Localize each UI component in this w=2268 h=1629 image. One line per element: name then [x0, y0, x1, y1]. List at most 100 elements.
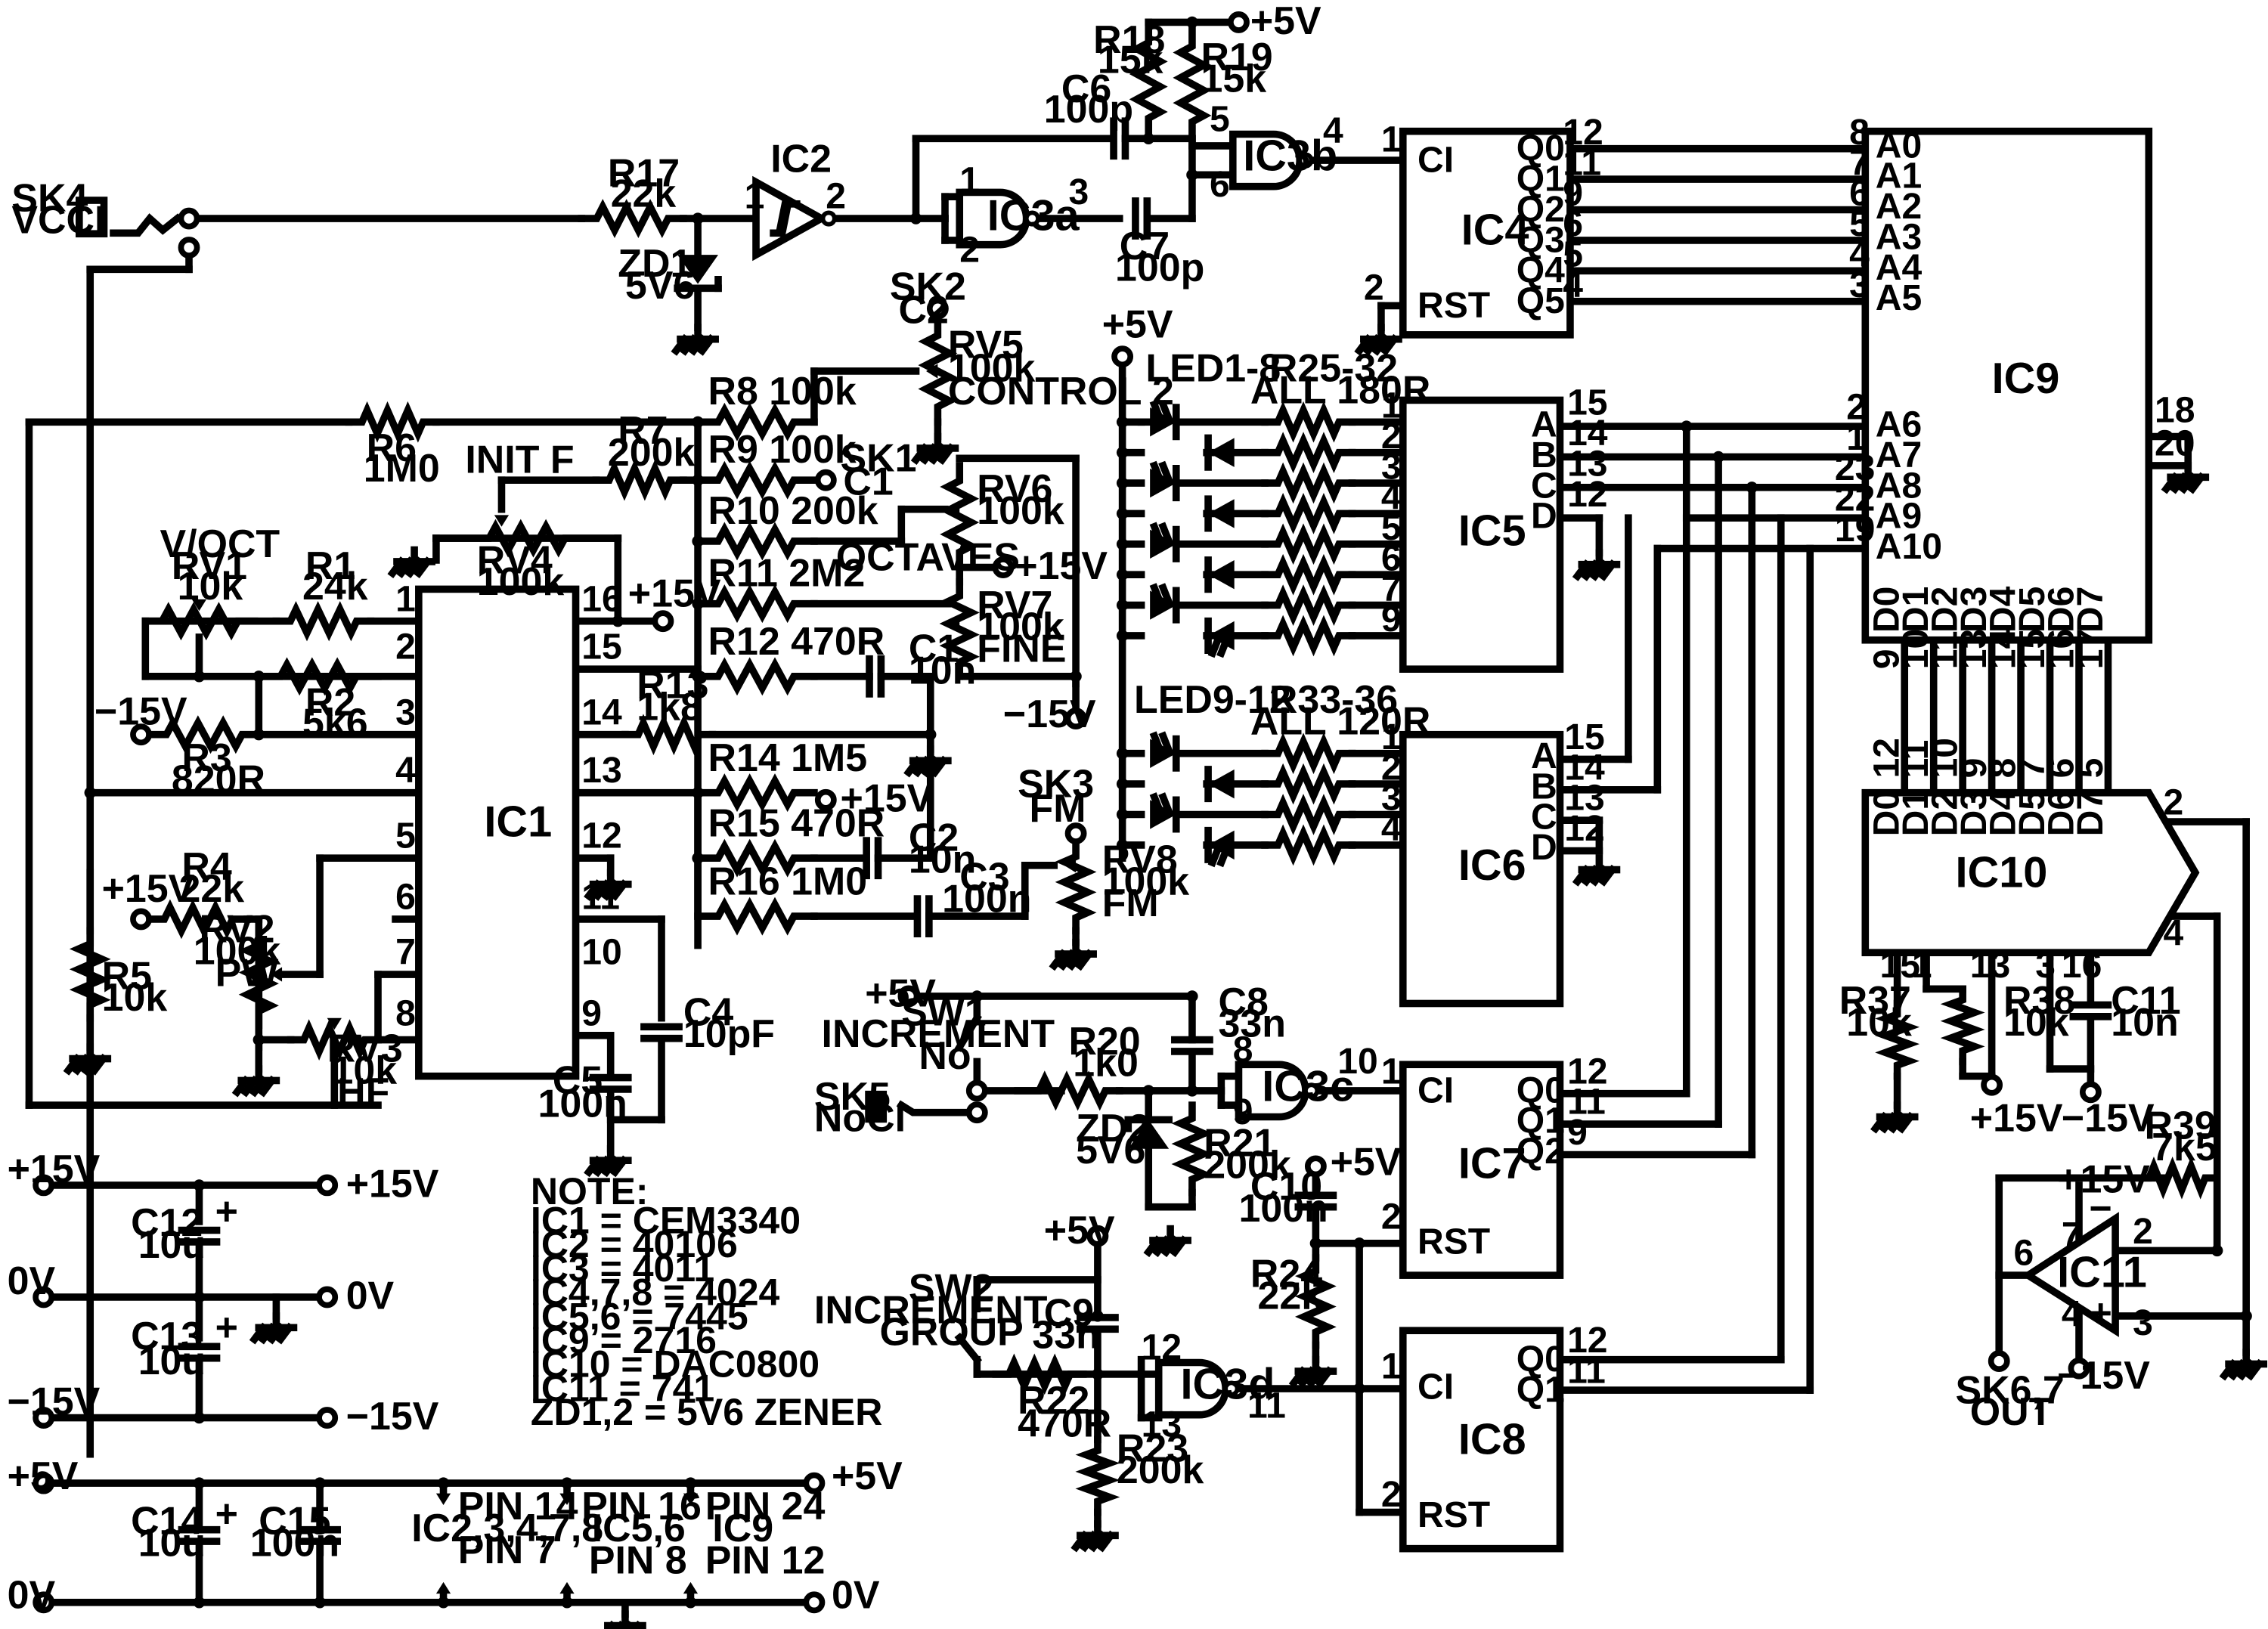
pin-number: 8 [1982, 758, 2023, 779]
ic9-pin-A9: A9 [1876, 496, 1922, 537]
label-r21: R21 [1204, 1121, 1275, 1165]
ground-symbol [1054, 943, 1093, 966]
label: + [215, 1190, 238, 1234]
resistor-r1 [272, 601, 375, 642]
note-line: IC5,6 = 7445 [531, 1295, 748, 1337]
wire [896, 1100, 981, 1116]
label: 12 [1563, 112, 1603, 153]
ic10-pin-D7: D7 [2070, 790, 2111, 836]
junction-dot [314, 1477, 326, 1489]
label-ic3c: IC3c [1262, 1062, 1354, 1110]
label-pin24: PIN 24 [705, 1485, 826, 1528]
label-r19: R19 [1201, 36, 1272, 79]
label-r1: R1 [305, 544, 355, 588]
label-plus15: +15V [628, 572, 721, 616]
note-title: NOTE: [531, 1170, 649, 1212]
arrow [559, 1581, 575, 1594]
terminal [965, 1101, 988, 1124]
wiper-arrow [327, 1017, 342, 1030]
label: 14 [1564, 747, 1605, 788]
label: 2 [2164, 782, 2184, 823]
terminal [316, 1286, 339, 1308]
label: 1 [1381, 1051, 1402, 1092]
label: 4 [1381, 477, 1402, 518]
resistor-led [1261, 523, 1356, 565]
label-c4v: 10pF [683, 1012, 775, 1056]
light-rays [1149, 399, 1174, 424]
pin-number: 16 [2040, 629, 2081, 669]
resistor-led [1261, 763, 1356, 805]
ic9-pin-A0: A0 [1876, 125, 1922, 166]
ic-box-ic10 [1861, 788, 2200, 956]
label-r20v: 1k0 [1073, 1042, 1139, 1085]
label: 1 [1381, 119, 1402, 160]
wiper-arrow [559, 1493, 575, 1505]
led [1208, 769, 1235, 799]
ground-symbol [1578, 858, 1617, 881]
resistor-r4 [146, 899, 251, 940]
label-minus15: −15V [2057, 1354, 2150, 1398]
label-c6v: 100p [1044, 88, 1133, 132]
label-octaves: OCTAVES [836, 535, 1020, 579]
wiper-arrow [926, 364, 938, 379]
label: 16 [2062, 945, 2102, 986]
label-plus5: +5V [1250, 0, 1321, 43]
label-r23: R23 [1117, 1426, 1188, 1470]
resistor-r11 [694, 584, 818, 624]
label-zero: 0V [8, 1259, 56, 1303]
label-r3336: R33-36 [1269, 678, 1398, 722]
pin-number: 15 [2012, 629, 2053, 669]
label-ic5: IC5 [1458, 507, 1526, 556]
label: − [2089, 1187, 2112, 1231]
wiper-arrow [435, 1493, 451, 1505]
resistor-r12 [694, 657, 818, 696]
label: 20 [2155, 423, 2195, 464]
label-r3: R3 [181, 736, 231, 780]
ic10-pin-D3: D3 [1954, 790, 1994, 836]
label: 11 [581, 877, 620, 918]
terminal [803, 1591, 826, 1614]
label-c11: C11 [2111, 979, 2180, 1023]
label: 13 [1142, 1404, 1182, 1445]
resistor-r23 [1075, 1435, 1120, 1516]
light-rays [1207, 843, 1232, 868]
label-zd2v: 5V6 [1076, 1129, 1145, 1172]
label-r18: R18 [1093, 18, 1165, 62]
pin-number: 13 [1954, 629, 1994, 669]
label-c10: C10 [1250, 1165, 1322, 1209]
label-c15v: 100n [250, 1521, 339, 1565]
label-plus15: +15V [8, 1147, 101, 1191]
ic10-pin-D1: D1 [1895, 790, 1936, 836]
label-rv3: RV3 [327, 1027, 403, 1070]
label: 12 [1567, 1051, 1607, 1092]
label-c13: C13 [131, 1315, 203, 1358]
label-plus5: +5V [1331, 1140, 1402, 1184]
ic9-pin-D2: D2 [1924, 587, 1965, 633]
ic10-pin-D0: D0 [1867, 790, 1907, 836]
label-r37v: 10k [1846, 1001, 1912, 1045]
ic9-pin-A1: A1 [1876, 156, 1922, 197]
label-r21v: 200k [1204, 1143, 1291, 1187]
label-initf: INIT F [465, 438, 574, 482]
junction-dot [684, 1596, 697, 1609]
label-rv6v: 100k [977, 489, 1064, 533]
label: 15 [1564, 717, 1604, 757]
label-noci: NoCI [814, 1097, 906, 1141]
label: 7 [2062, 1216, 2082, 1256]
label-c12v: 10u [138, 1223, 206, 1267]
terminal [1064, 708, 1087, 729]
junction-dot [193, 670, 206, 683]
label: 4 [2164, 913, 2184, 954]
label-rv4: RV4 [477, 538, 553, 582]
ic6-pin-a: A [1531, 736, 1557, 776]
label-rv6: RV6 [977, 467, 1052, 511]
ic-box-ic4 [1399, 127, 1574, 339]
label-rv3v: 10k [331, 1048, 397, 1092]
label-plus15: +15V [841, 777, 934, 821]
label: 11 [1567, 1350, 1606, 1391]
label-sk67: SK6,7 [1956, 1368, 2065, 1412]
ic4-pin-Q3: Q3 [1517, 219, 1565, 260]
label-r38v: 10k [2003, 1001, 2069, 1045]
note-line: IC3 = 4011 [531, 1247, 714, 1290]
note-line: IC2 = 40106 [531, 1223, 738, 1265]
